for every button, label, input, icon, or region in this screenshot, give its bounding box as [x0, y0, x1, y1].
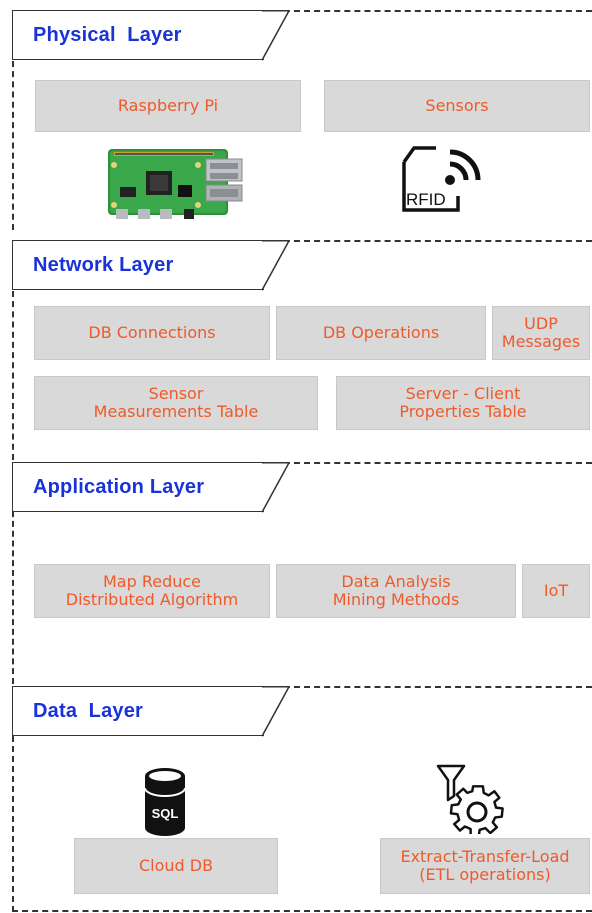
- raspberry-pi-board-icon: [108, 149, 243, 219]
- data-layer-title-text: Data Layer: [33, 699, 144, 722]
- tab-edge-shape: [262, 9, 290, 61]
- sensors-box: Sensors: [324, 80, 590, 132]
- sql-label: SQL: [152, 806, 179, 821]
- application-layer-title-text: Application Layer: [33, 475, 205, 498]
- physical-layer-title-text: Physical Layer: [33, 23, 182, 46]
- sql-database-icon: SQL: [144, 768, 186, 836]
- tab-edge-shape: [262, 461, 290, 513]
- db-connections-box: DB Connections: [34, 306, 270, 360]
- data-analysis-box: Data Analysis Mining Methods: [276, 564, 516, 618]
- network-layer: Network Layer DB Connections DB Operatio…: [12, 239, 592, 460]
- server-client-box: Server - Client Properties Table: [336, 376, 590, 430]
- map-reduce-box: Map Reduce Distributed Algorithm: [34, 564, 270, 618]
- rfid-label: RFID: [406, 190, 446, 209]
- rfid-icon: RFID: [402, 146, 481, 212]
- cloud-db-box: Cloud DB: [74, 838, 278, 894]
- raspberry-pi-box: Raspberry Pi: [35, 80, 301, 132]
- physical-layer-title: Physical Layer: [12, 9, 290, 61]
- data-layer-title: Data Layer: [12, 685, 290, 737]
- application-layer-title: Application Layer: [12, 461, 290, 513]
- sensor-measurements-box: Sensor Measurements Table: [34, 376, 318, 430]
- application-layer: Application Layer Map Reduce Distributed…: [12, 461, 592, 684]
- iot-box: IoT: [522, 564, 590, 618]
- db-operations-box: DB Operations: [276, 306, 486, 360]
- tab-edge-shape: [262, 239, 290, 291]
- tab-edge-shape: [262, 685, 290, 737]
- funnel-gear-icon: [436, 764, 504, 834]
- network-layer-title: Network Layer: [12, 239, 290, 291]
- data-layer: Data Layer SQL Cloud DB Extract-Transfer…: [12, 685, 592, 912]
- etl-box: Extract-Transfer-Load (ETL operations): [380, 838, 590, 894]
- udp-messages-box: UDP Messages: [492, 306, 590, 360]
- physical-layer: Physical Layer Raspberry Pi Sensors: [12, 9, 592, 230]
- network-layer-title-text: Network Layer: [33, 253, 174, 276]
